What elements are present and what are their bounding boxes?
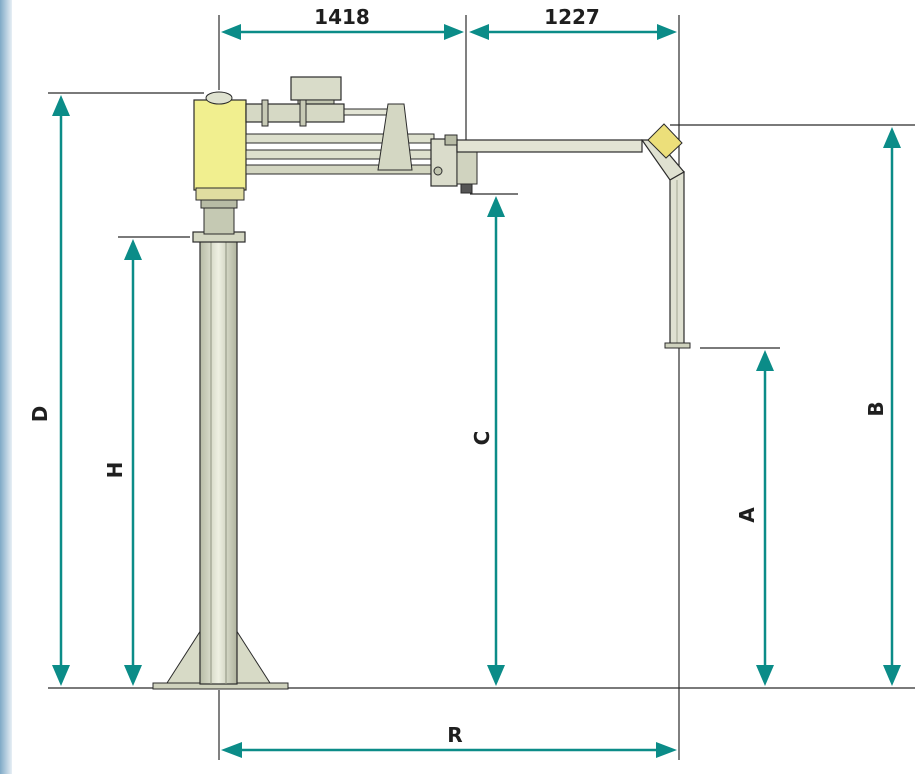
label-a: A	[735, 507, 759, 523]
dim-arrow-c	[487, 196, 505, 686]
label-1418: 1418	[314, 5, 370, 29]
dim-arrow-a	[756, 350, 774, 686]
label-1227: 1227	[544, 5, 600, 29]
label-r: R	[447, 723, 462, 747]
dimension-arrows	[52, 24, 901, 758]
label-d: D	[28, 406, 52, 423]
left-edge-strip	[0, 0, 12, 774]
dim-arrow-r	[221, 742, 677, 758]
extension-lines	[48, 15, 915, 760]
dim-arrow-1418	[221, 24, 464, 40]
dim-arrow-d	[52, 95, 70, 686]
crane-drawing	[152, 76, 691, 690]
label-c: C	[470, 431, 494, 446]
label-h: H	[103, 462, 127, 479]
dim-arrow-b	[883, 127, 901, 686]
label-b: B	[864, 401, 888, 416]
dim-arrow-h	[124, 239, 142, 686]
dim-arrow-1227	[469, 24, 677, 40]
